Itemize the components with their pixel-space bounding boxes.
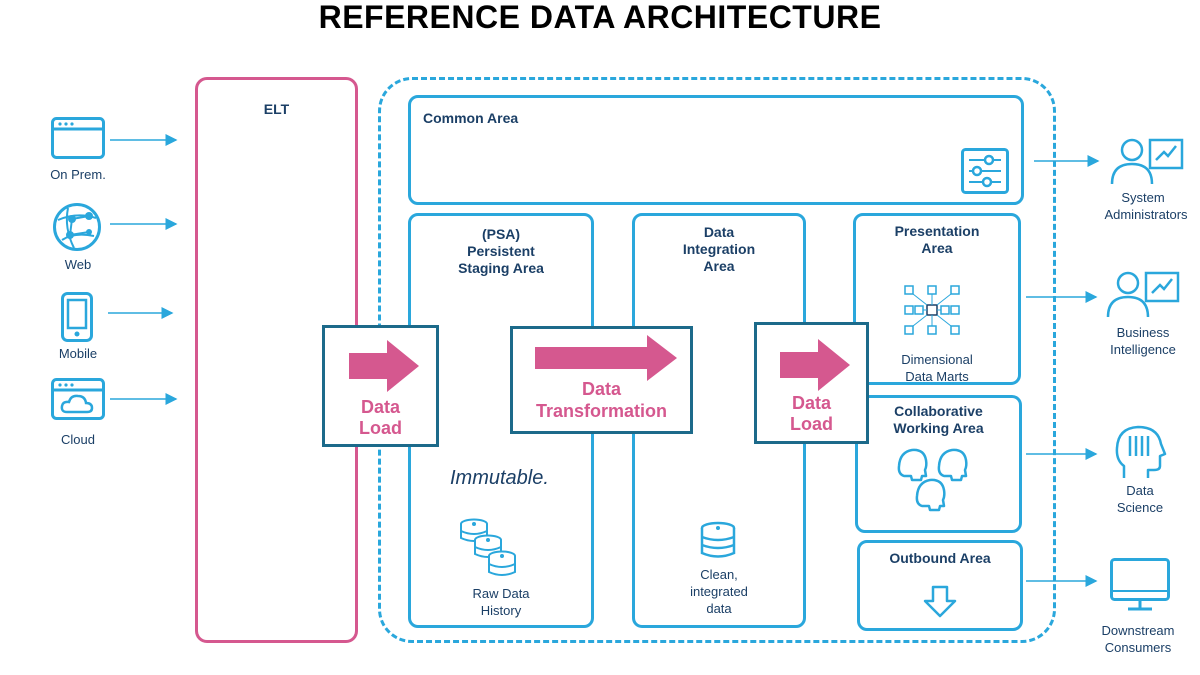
clean-data-label-3: data [706,601,732,616]
consumer-label-2: Consumers [1104,640,1172,655]
browser-window-icon [51,117,105,159]
consumer-label-1: Data [1126,483,1154,498]
outbound-area: Outbound Area [857,540,1023,631]
psa-title-2: Persistent [467,243,535,259]
mobile-phone-icon [61,292,93,342]
collaborative-title-2: Working Area [893,420,984,436]
page-title: REFERENCE DATA ARCHITECTURE [318,0,882,35]
team-heads-icon [897,448,968,512]
source-label: Cloud [61,432,95,447]
data-transformation-step: Data Transformation [510,326,693,434]
source-label: Mobile [58,346,98,361]
integration-title-1: Data [703,224,735,240]
psa-area: (PSA) Persistent Staging Area Immutable.… [408,213,594,628]
cloud-window-icon [51,378,105,420]
consumer-label-2: Intelligence [1110,342,1176,357]
data-load-text-2: Load [790,414,833,434]
data-load-text-2: Load [359,418,402,438]
settings-sliders-icon [961,148,1009,194]
psa-title-3: Staging Area [458,260,544,276]
marts-label-2: Data Marts [905,369,969,384]
consumer-label-2: Science [1116,500,1164,515]
consumer-label-1: System [1121,190,1165,205]
consumer-label-1: Business [1116,325,1170,340]
consumer-label-1: Downstream [1101,623,1175,638]
common-area: Common Area [408,95,1024,205]
data-transformation-text-1: Data [581,379,621,399]
data-load-text-1: Data [360,397,400,417]
marts-label-1: Dimensional [901,352,973,367]
presenter-chart-icon [1106,271,1180,318]
consumer-label-2: Administrators [1104,207,1188,222]
source-label: On Prem. [50,167,106,182]
arrow-right-icon [349,340,419,392]
data-marts-grid-icon [904,285,960,335]
common-area-title: Common Area [423,110,519,126]
outbound-title: Outbound Area [889,550,991,566]
raw-data-label-2: History [480,603,522,618]
presenter-chart-icon [1110,138,1184,185]
database-stack-icon [460,518,516,576]
source-label: Web [64,257,92,272]
monitor-icon [1110,558,1170,611]
immutable-note: Immutable. [450,467,549,489]
collaborative-working-area: Collaborative Working Area [855,395,1022,533]
psa-title-1: (PSA) [481,226,521,242]
arrow-down-icon [923,585,957,618]
arrow-right-icon [535,335,677,381]
collaborative-title-1: Collaborative [894,403,983,419]
raw-data-label-1: Raw Data [472,586,530,601]
data-transformation-text-2: Transformation [535,401,668,421]
clean-data-label-1: Clean, [700,567,738,582]
arrow-right-icon [780,339,850,391]
integration-title-2: Integration [682,241,756,257]
database-icon [700,521,736,558]
data-load-step-1: Data Load [322,325,439,447]
presentation-title-2: Area [921,240,953,256]
globe-network-icon [53,203,101,251]
data-load-text-1: Data [791,393,831,413]
clean-data-label-2: integrated [690,584,748,599]
data-load-step-2: Data Load [754,322,869,444]
presentation-title-1: Presentation [894,223,980,239]
integration-title-3: Area [703,258,735,274]
presentation-area: Presentation Area Dimensional Data Marts [853,213,1021,385]
elt-label: ELT [263,101,290,117]
head-data-icon [1115,425,1167,478]
